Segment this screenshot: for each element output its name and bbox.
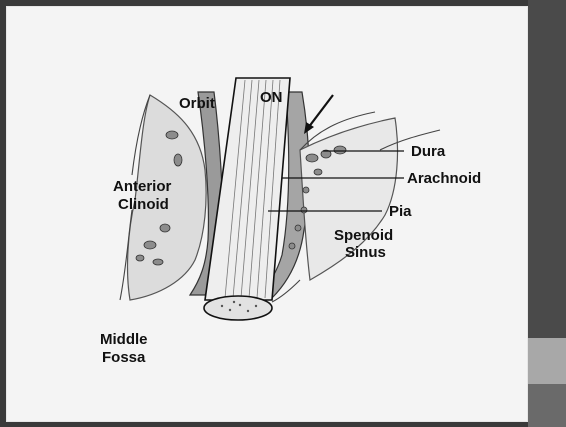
anterior-clinoid-label-line1: Anterior — [113, 178, 172, 195]
anterior-clinoid-label-line2: Clinoid — [118, 196, 169, 213]
sphenoid-sinus-label-line2: Sinus — [345, 244, 386, 261]
middle-fossa-label-line1: Middle — [100, 331, 148, 348]
dura-label: Dura — [411, 143, 446, 160]
sphenoid-sinus-label-line1: Spenoid — [334, 227, 393, 244]
pia-label: Pia — [389, 203, 412, 220]
orbit-label: Orbit — [179, 95, 215, 112]
middle-fossa-label-line2: Fossa — [102, 349, 146, 366]
nerve-cut-end — [204, 296, 272, 320]
on-label: ON — [260, 89, 283, 106]
arachnoid-label: Arachnoid — [407, 170, 481, 187]
